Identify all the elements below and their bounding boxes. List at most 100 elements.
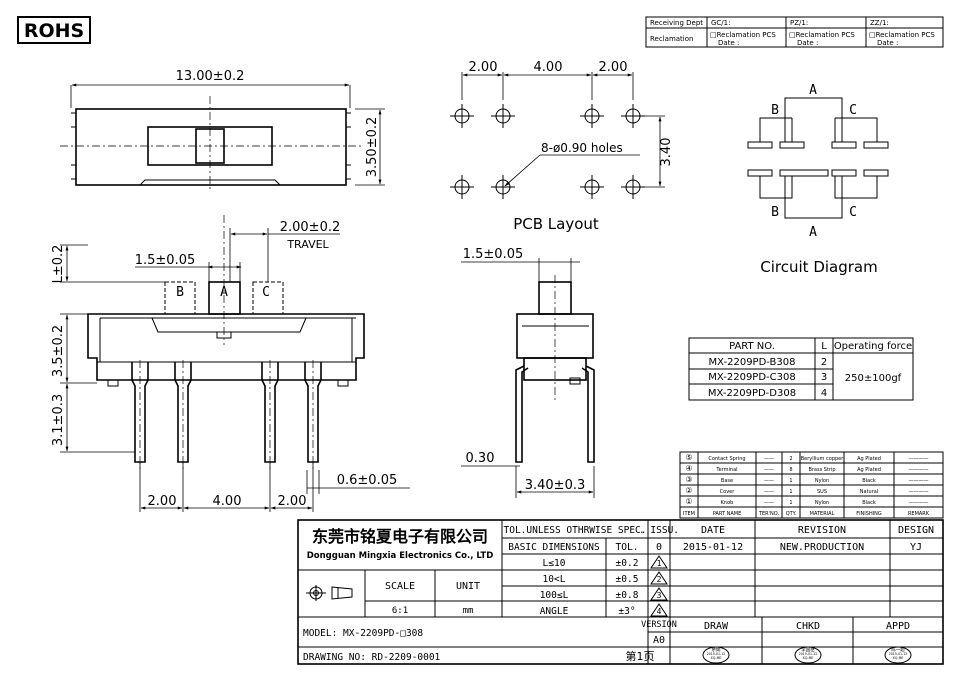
- tolerance-value: ±0.8: [616, 590, 639, 601]
- company-name-cn: 东莞市铭夏电子有限公司: [312, 527, 488, 546]
- circuit-label-c-bottom: C: [849, 205, 857, 220]
- travel-dim: 2.00±0.2: [280, 220, 341, 235]
- bom-cell: Ag Plated: [857, 456, 881, 462]
- pin-pitch-2: 4.00: [213, 494, 242, 509]
- scale-value: 6:1: [392, 606, 408, 616]
- terminal-pin: [174, 360, 192, 470]
- bom-cell: Black: [862, 500, 876, 506]
- part-no-header: PART NO.: [729, 341, 775, 352]
- approval-stamps: 余娟2015-01-12XQ-ME李国臣2015-01-12XQ-ME陈一超20…: [702, 646, 912, 664]
- pcb-hole: [450, 175, 474, 199]
- bom-cell: SUS: [817, 489, 827, 495]
- issue-number: 1: [657, 559, 662, 568]
- stamp-oval: [794, 646, 822, 664]
- pin-thickness-dim: 0.30: [466, 451, 495, 466]
- bom-cell: ③: [685, 475, 692, 484]
- bom-cell: 1: [789, 489, 792, 495]
- stamp-text: 2015-01-12: [707, 652, 726, 656]
- version-label: VERSION: [641, 620, 677, 630]
- stamp-text: XQ-ME: [711, 656, 722, 660]
- terminal-pin: [304, 360, 322, 470]
- bom-cell: Cover: [720, 489, 736, 495]
- issue-triangle-icon: [650, 571, 668, 585]
- bom-cell: 8: [789, 467, 792, 473]
- projection-symbol: [306, 585, 353, 601]
- bom-header-cell: TER'NO.: [758, 511, 780, 517]
- reclamation-cell-1: □Reclamation PCS: [710, 31, 776, 39]
- tolerance-range: 10<L: [543, 574, 566, 585]
- stamp-oval: [884, 646, 912, 664]
- bom-cell: ——: [764, 489, 774, 495]
- pcb-holes: [450, 104, 645, 199]
- part-l-1: 2: [821, 357, 827, 368]
- issu-0: 0: [656, 542, 662, 553]
- stamp-text: 2015-01-12: [889, 652, 908, 656]
- bom-cell: Natural: [860, 489, 878, 495]
- pcb-holes-note: 8-ø0.90 holes: [541, 141, 623, 155]
- draw-label: DRAW: [704, 621, 729, 632]
- appd-label: APPD: [886, 621, 910, 632]
- bom-cell: Ag Plated: [857, 467, 881, 473]
- side-view: 1.5±0.05 0.30 3.40±0.3: [461, 247, 595, 498]
- bom-cell: ————: [909, 478, 929, 484]
- bom-cell: ————: [909, 489, 929, 495]
- pcb-layout: 2.00 4.00 2.00 3.40 8-ø0.90 holes PCB La…: [450, 60, 674, 233]
- bom-cell: ④: [685, 464, 692, 473]
- tolerance-range: L≤10: [543, 558, 566, 569]
- bom-cell: ①: [685, 497, 692, 506]
- date-cell-3: Date :: [877, 39, 898, 47]
- tol-header: TOL.UNLESS OTHRWISE SPEC.: [504, 525, 647, 536]
- part-table: PART NO. L Operating force MX-2209PD-B30…: [688, 337, 914, 401]
- receiving-table: Receiving Dept Reclamation GC/1: PZ/1: Z…: [645, 16, 944, 48]
- stamp-text: 陈一超: [891, 646, 905, 653]
- basic-dimensions-label: BASIC DIMENSIONS: [508, 542, 600, 553]
- bom-cell: Beryllium copper: [801, 456, 845, 462]
- tol-label: TOL.: [616, 542, 639, 553]
- pcb-dim-2: 4.00: [534, 60, 563, 75]
- bom-cell: ②: [685, 486, 692, 495]
- version-value: A0: [653, 635, 665, 646]
- bom-header-cell: PART NAME: [713, 511, 742, 517]
- part-l-2: 3: [821, 372, 827, 383]
- pcb-hole: [450, 104, 474, 128]
- pcb-hole: [621, 175, 645, 199]
- issue-number: 3: [657, 591, 662, 600]
- bom-header-cell: FINISHING: [856, 511, 882, 517]
- bom-cell: ——: [764, 467, 774, 473]
- travel-label: TRAVEL: [286, 238, 329, 251]
- title-block: 东莞市铭夏电子有限公司 Dongguan Mingxia Electronics…: [297, 519, 944, 665]
- gc-label: GC/1:: [711, 19, 730, 27]
- bom-cell: Black: [862, 478, 876, 484]
- tolerance-value: ±0.2: [616, 558, 639, 569]
- rohs-badge: ROHS: [17, 16, 91, 44]
- terminal-pin: [261, 360, 279, 470]
- unit-value: mm: [463, 606, 474, 616]
- issue-triangle-icon: [650, 587, 668, 601]
- bom-cell: Nylon: [815, 500, 829, 506]
- reclamation-cell-3: □Reclamation PCS: [869, 31, 935, 39]
- bom-cell: Terminal: [715, 467, 737, 473]
- circuit-label-a-top: A: [809, 83, 817, 98]
- pcb-dim-3: 2.00: [599, 60, 628, 75]
- unit-label: UNIT: [456, 581, 480, 592]
- bom-cell: Knob: [721, 500, 734, 506]
- pcb-hole: [491, 175, 515, 199]
- operating-force: 250±100gf: [845, 373, 902, 384]
- l-dim: L±0.2: [51, 245, 66, 284]
- bom-cell: ⑤: [685, 453, 692, 462]
- body-height-dim: 3.5±0.2: [51, 325, 66, 377]
- front-label-c: C: [262, 285, 270, 300]
- pcb-title: PCB Layout: [513, 215, 599, 233]
- front-knob-dim: 1.5±0.05: [135, 253, 196, 268]
- receiving-dept-label: Receiving Dept: [650, 19, 703, 27]
- base-tab-right: [337, 379, 349, 387]
- stamp-text: XQ-ME: [803, 656, 814, 660]
- pcb-hole: [580, 175, 604, 199]
- issue-number: 2: [657, 575, 662, 584]
- terminal-pin: [131, 360, 149, 470]
